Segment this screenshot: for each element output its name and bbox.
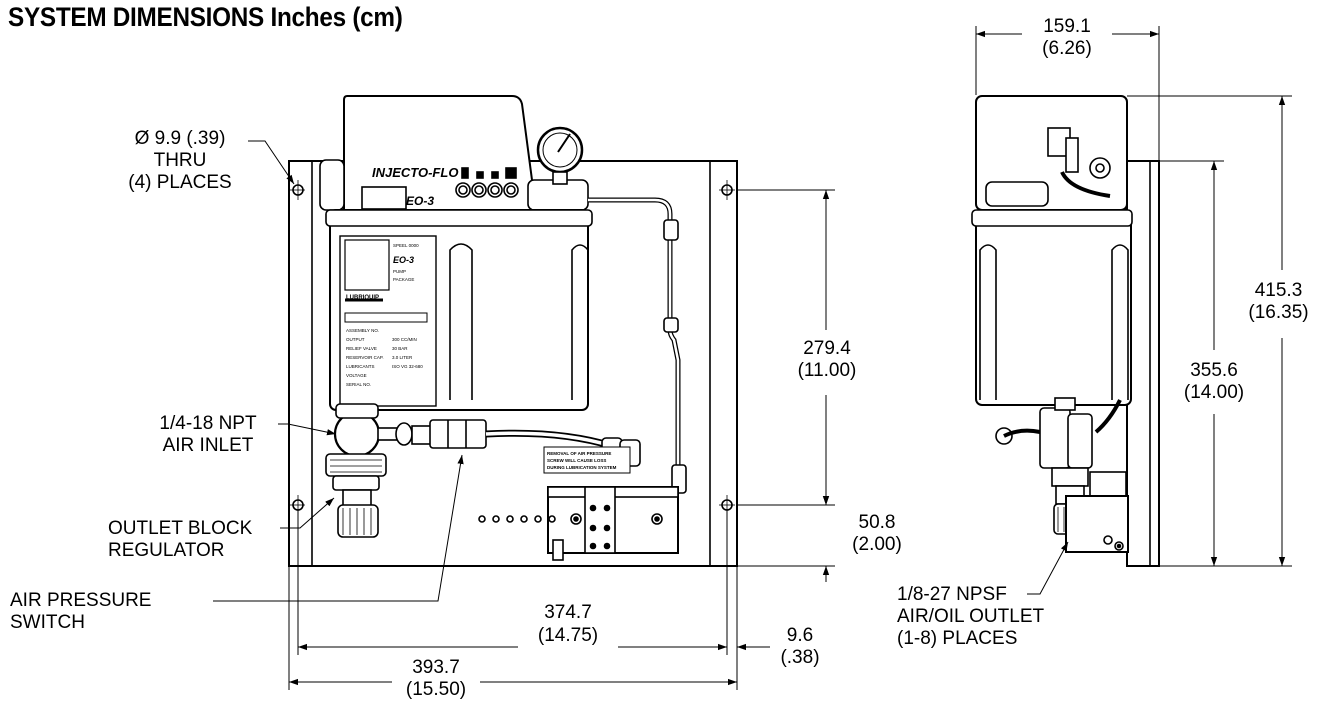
air-inlet-callout: 1/4-18 NPT AIR INLET (159, 413, 257, 456)
side-view (971, 95, 1160, 567)
svg-text:SCREW WILL CAUSE LOSS: SCREW WILL CAUSE LOSS (547, 458, 606, 463)
dim-508: 50.8 (2.00) (852, 512, 902, 555)
page-title: SYSTEM DIMENSIONS Inches (cm) (8, 2, 403, 32)
dim-279: 279.4 (11.00) (797, 338, 857, 381)
svg-text:30 BAR: 30 BAR (392, 346, 408, 351)
svg-text:VOLTAGE: VOLTAGE (346, 373, 367, 378)
svg-text:OUTPUT: OUTPUT (346, 337, 365, 342)
svg-text:REMOVAL OF AIR PRESSURE: REMOVAL OF AIR PRESSURE (547, 451, 611, 456)
dim-3937: 393.7 (15.50) (405, 657, 467, 700)
svg-text:PUMP: PUMP (393, 269, 406, 274)
svg-text:LUBRICANTS: LUBRICANTS (346, 364, 375, 369)
dimension-lines (213, 26, 1292, 690)
air-pressure-callout: AIR PRESSURE SWITCH (10, 590, 152, 633)
npsf-callout: 1/8-27 NPSF AIR/OIL OUTLET (1-8) PLACES (897, 584, 1045, 649)
dim-3747: 374.7 (14.75) (537, 602, 599, 646)
svg-text:DURING LUBRICATION SYSTEM: DURING LUBRICATION SYSTEM (547, 465, 617, 470)
dim-4153: 415.3 (16.35) (1248, 280, 1309, 323)
svg-text:RESERVOIR CAP.: RESERVOIR CAP. (346, 355, 384, 360)
svg-text:3.0 LITER: 3.0 LITER (392, 355, 413, 360)
hole-callout: Ø 9.9 (.39) THRU (4) PLACES (128, 128, 232, 193)
svg-text:EO-3: EO-3 (393, 255, 414, 265)
dim-96: 9.6 (.38) (780, 625, 820, 668)
svg-text:ISO VG 32-680: ISO VG 32-680 (392, 364, 423, 369)
side-plate (1126, 160, 1160, 567)
svg-text:300 CC/MIN: 300 CC/MIN (392, 337, 417, 342)
svg-text:RELIEF VALVE: RELIEF VALVE (346, 346, 377, 351)
unit-markings: INJECTO-FLO EO-3 SPEEL 0000 EO-3 PUMP PA… (346, 165, 617, 470)
svg-text:LUBRIQUIP: LUBRIQUIP (346, 295, 379, 301)
svg-text:SERIAL NO.: SERIAL NO. (346, 382, 371, 387)
outlet-block-callout: OUTLET BLOCK REGULATOR (108, 518, 253, 561)
svg-text:PACKAGE: PACKAGE (393, 277, 414, 282)
dim-3556: 355.6 (14.00) (1183, 360, 1245, 403)
svg-text:SPEEL 0000: SPEEL 0000 (393, 243, 419, 248)
svg-text:ASSEMBLY NO.: ASSEMBLY NO. (346, 328, 379, 333)
dim-1591: 159.1 (6.26) (1042, 16, 1092, 59)
brand-text: INJECTO-FLO (372, 165, 458, 180)
model-text: EO-3 (406, 194, 434, 208)
front-view (288, 95, 738, 567)
